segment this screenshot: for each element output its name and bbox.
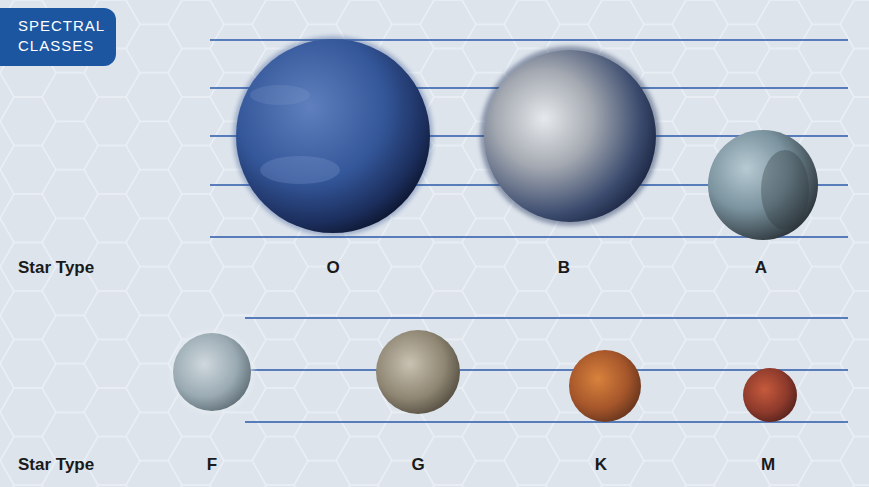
class-letter: O [326, 258, 339, 278]
row-label: Star Type [18, 455, 94, 475]
class-letter: M [761, 455, 775, 475]
class-letter: G [411, 455, 424, 475]
class-letter: F [207, 455, 217, 475]
row-label: Star Type [18, 258, 94, 278]
class-letter: A [755, 258, 767, 278]
title-tab: SPECTRAL CLASSES [0, 8, 116, 66]
title-text: SPECTRAL CLASSES [18, 16, 106, 56]
class-letter: B [558, 258, 570, 278]
class-letter: K [595, 455, 607, 475]
